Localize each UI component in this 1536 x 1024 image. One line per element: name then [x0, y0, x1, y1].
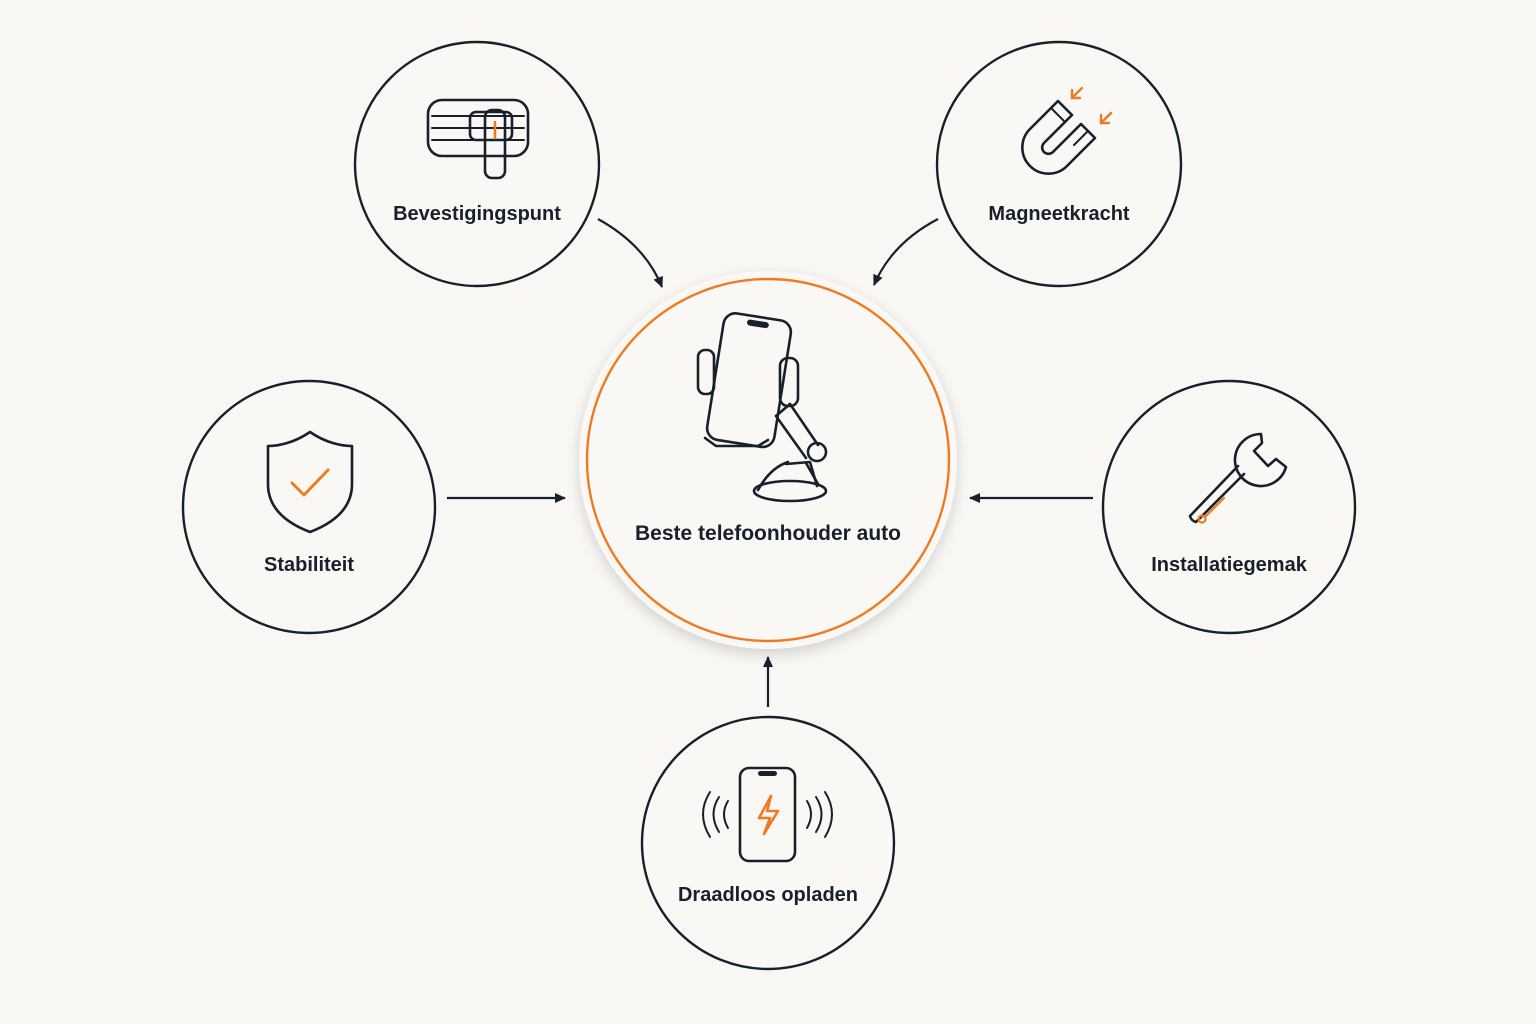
node-ring: [935, 40, 1183, 288]
vent-clip-icon: [426, 98, 530, 180]
node-label: Magneetkracht: [988, 203, 1129, 225]
phone-holder-icon: [696, 312, 828, 503]
node-ring: [353, 40, 601, 288]
node-label: Stabiliteit: [264, 554, 354, 576]
node-ring: [1101, 379, 1357, 635]
wrench-icon: [1188, 432, 1288, 524]
connectors: [447, 218, 1093, 707]
node-installatiegemak: Installatiegemak: [1101, 379, 1357, 635]
node-magneetkracht: Magneetkracht: [935, 40, 1183, 288]
node-stabiliteit: Stabiliteit: [181, 379, 437, 635]
node-bevestigingspunt: Bevestigingspunt: [353, 40, 601, 288]
center-plate: [579, 271, 957, 649]
connector-magneetkracht: [872, 218, 939, 286]
center-accent-ring: [585, 277, 951, 643]
node-ring: [181, 379, 437, 635]
center-label: Beste telefoonhouder auto: [635, 522, 901, 545]
node-label: Draadloos opladen: [678, 884, 858, 906]
magnet-icon: [1021, 86, 1113, 175]
node-ring: [640, 715, 896, 971]
node-draadloos-opladen: Draadloos opladen: [640, 715, 896, 971]
connector-bevestigingspunt: [597, 218, 664, 288]
center-node: Beste telefoonhouder auto: [579, 271, 957, 649]
node-label: Installatiegemak: [1151, 554, 1308, 576]
wireless-charging-icon: [702, 766, 833, 863]
node-label: Bevestigingspunt: [393, 203, 561, 225]
shield-check-icon: [266, 430, 354, 534]
